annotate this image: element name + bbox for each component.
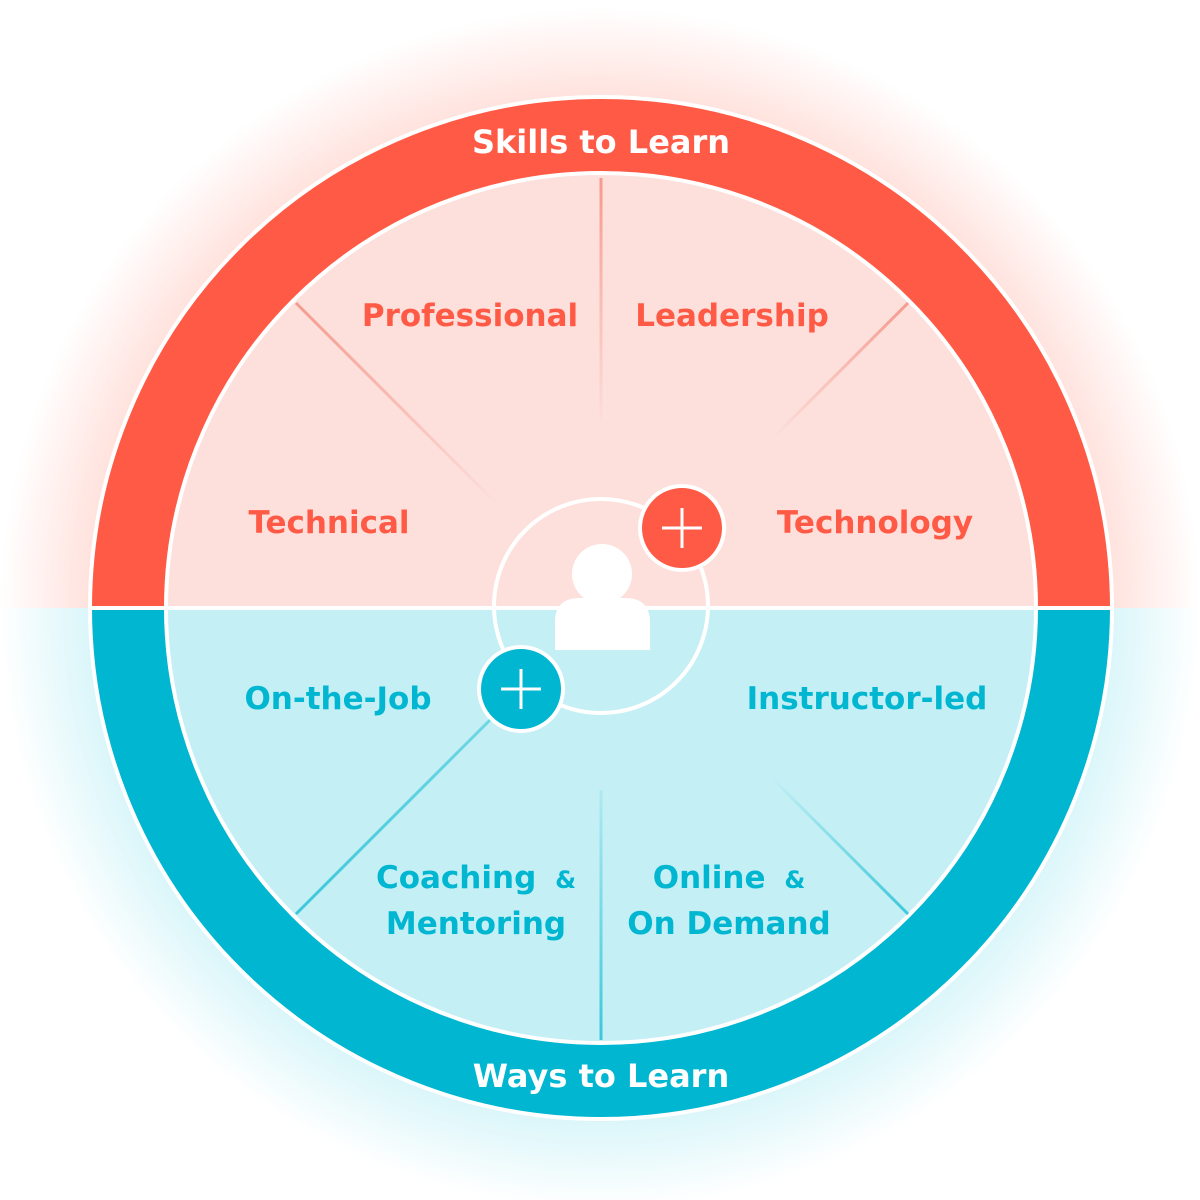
skill-professional-label[interactable]: Professional [362, 298, 578, 334]
coaching-ampersand: & [555, 866, 576, 894]
center-hub [492, 497, 710, 715]
skills-divider-left [294, 301, 502, 509]
svg-text:Coaching &: Coaching & [376, 860, 576, 896]
ways-divider-left [294, 708, 502, 916]
skill-leadership-label[interactable]: Leadership [635, 298, 829, 334]
skill-technology-label[interactable]: Technology [777, 505, 973, 541]
plus-icon [662, 508, 702, 548]
mentoring-text: Mentoring [386, 906, 566, 942]
online-ampersand: & [784, 866, 805, 894]
ways-add-button[interactable] [477, 645, 565, 733]
skills-ring-label: Skills to Learn [472, 123, 730, 161]
online-text: Online [653, 860, 766, 896]
way-instructor-led-label[interactable]: Instructor-led [747, 681, 988, 717]
svg-text:Online &: Online & [653, 860, 806, 896]
on-demand-text: On Demand [627, 906, 830, 942]
coaching-text: Coaching [376, 860, 536, 896]
person-icon [555, 544, 650, 650]
way-on-the-job-label[interactable]: On-the-Job [244, 681, 431, 717]
way-online-on-demand-label[interactable]: Online & On Demand [627, 860, 830, 942]
skills-divider-right [770, 301, 910, 441]
way-coaching-mentoring-label[interactable]: Coaching & Mentoring [376, 860, 576, 942]
plus-icon [501, 669, 541, 709]
ways-divider-right [770, 776, 910, 916]
skill-technical-label[interactable]: Technical [248, 505, 409, 541]
ways-ring-label: Ways to Learn [473, 1057, 729, 1095]
skills-add-button[interactable] [638, 484, 726, 572]
